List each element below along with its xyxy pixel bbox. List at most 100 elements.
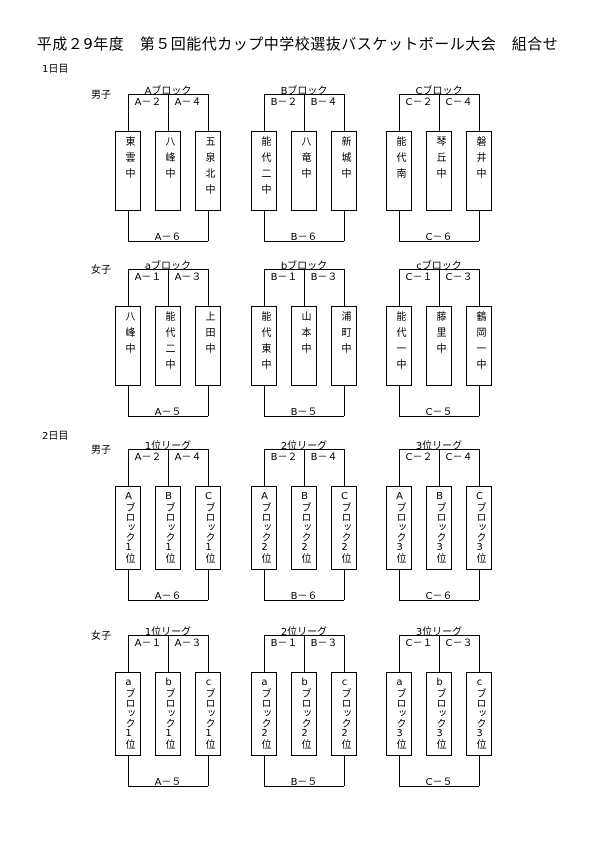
team-name: 琴丘中	[434, 136, 445, 184]
bracket-bottom-connector	[479, 386, 480, 416]
bracket-connector	[128, 635, 129, 672]
match-label-bottom: C－５	[425, 777, 453, 788]
team-box: aブロック3位	[386, 672, 412, 756]
bracket-connector	[344, 449, 345, 486]
team-name: Cブロック1位	[203, 491, 214, 563]
bracket-bottom-connector	[399, 756, 400, 786]
block-name: 2位リーグ	[280, 627, 328, 638]
team-name: aブロック2位	[259, 677, 270, 749]
bracket-connector	[399, 449, 400, 486]
bracket-bottom-connector	[264, 386, 265, 416]
team-box: 琴丘中	[426, 131, 452, 211]
team-name: 能代一中	[394, 311, 405, 375]
bracket-bottom-connector	[264, 756, 265, 786]
team-box: Bブロック2位	[291, 486, 317, 570]
team-box: 東雲中	[115, 131, 141, 211]
bracket-bottom-connector	[128, 386, 129, 416]
team-box: cブロック1位	[195, 672, 221, 756]
team-name: 能代二中	[163, 311, 174, 375]
team-box: 藤里中	[426, 306, 452, 386]
bracket-connector	[344, 269, 345, 306]
team-box: 磐井中	[466, 131, 492, 211]
bracket-bottom-connector	[128, 211, 129, 241]
team-name: 五泉北中	[203, 136, 214, 200]
bracket-bottom-connector	[344, 756, 345, 786]
match-label-right: B－３	[310, 638, 338, 649]
team-box: cブロック2位	[331, 672, 357, 756]
team-name: aブロック3位	[394, 677, 405, 749]
team-name: bブロック2位	[299, 677, 310, 749]
bracket-bottom-connector	[479, 570, 480, 600]
bracket-bottom-line	[399, 416, 479, 417]
team-box: 能代二中	[155, 306, 181, 386]
match-label-bottom: C－６	[425, 232, 453, 243]
bracket-connector	[304, 449, 305, 486]
block-name: cブロック	[416, 261, 462, 272]
team-name: 新城中	[339, 136, 350, 184]
team-box: aブロック1位	[115, 672, 141, 756]
block-name: bブロック	[280, 261, 328, 272]
team-box: aブロック2位	[251, 672, 277, 756]
team-name: 磐井中	[474, 136, 485, 184]
team-name: Aブロック3位	[394, 491, 405, 563]
bracket-bottom-line	[128, 600, 208, 601]
match-label-bottom: C－５	[425, 407, 453, 418]
team-name: Bブロック2位	[299, 491, 310, 563]
team-name: cブロック2位	[339, 677, 350, 749]
match-label-left: C－１	[405, 638, 433, 649]
match-label-left: A－２	[134, 97, 162, 108]
team-name: Cブロック2位	[339, 491, 350, 563]
match-label-right: C－３	[445, 638, 473, 649]
group-label: 男子	[91, 445, 111, 456]
bracket-bottom-line	[399, 786, 479, 787]
bracket-connector	[344, 635, 345, 672]
match-label-right: B－４	[310, 97, 338, 108]
bracket-bottom-connector	[479, 211, 480, 241]
group-label: 女子	[91, 631, 111, 642]
bracket-connector	[128, 94, 129, 131]
team-name: 能代東中	[259, 311, 270, 375]
bracket-connector	[128, 269, 129, 306]
bracket-bottom-connector	[399, 570, 400, 600]
team-name: Cブロック3位	[474, 491, 485, 563]
team-box: Bブロック1位	[155, 486, 181, 570]
team-box: Cブロック2位	[331, 486, 357, 570]
team-name: 上田中	[203, 311, 214, 359]
match-label-bottom: A－６	[154, 232, 182, 243]
bracket-bottom-connector	[208, 386, 209, 416]
bracket-connector	[208, 635, 209, 672]
bracket-connector	[479, 269, 480, 306]
match-label-left: A－１	[134, 638, 162, 649]
bracket-bottom-connector	[264, 211, 265, 241]
block-name: Cブロック	[415, 86, 463, 97]
team-name: aブロック1位	[123, 677, 134, 749]
team-name: 八峰中	[123, 311, 134, 359]
team-box: Aブロック2位	[251, 486, 277, 570]
block-name: Aブロック	[144, 86, 192, 97]
bracket-bottom-line	[128, 241, 208, 242]
team-name: bブロック3位	[434, 677, 445, 749]
team-box: 八峰中	[115, 306, 141, 386]
group-label: 女子	[91, 265, 111, 276]
page-title: 平成２9年度 第５回能代カップ中学校選抜バスケットボール大会 組合せ	[36, 35, 559, 53]
team-name: 能代二中	[259, 136, 270, 200]
team-box: 浦町中	[331, 306, 357, 386]
bracket-connector	[304, 635, 305, 672]
team-name: 浦町中	[339, 311, 350, 359]
team-box: 能代南	[386, 131, 412, 211]
team-name: 能代南	[394, 136, 405, 184]
bracket-connector	[399, 269, 400, 306]
team-box: Aブロック1位	[115, 486, 141, 570]
bracket-connector	[264, 449, 265, 486]
bracket-bottom-line	[264, 786, 344, 787]
bracket-bottom-connector	[479, 756, 480, 786]
block-name: Bブロック	[280, 86, 328, 97]
bracket-bottom-connector	[399, 211, 400, 241]
team-box: 五泉北中	[195, 131, 221, 211]
bracket-connector	[264, 269, 265, 306]
team-name: Aブロック1位	[123, 491, 134, 563]
block-name: 3位リーグ	[415, 627, 463, 638]
match-label-bottom: A－５	[154, 777, 182, 788]
block-name: 3位リーグ	[415, 441, 463, 452]
match-label-right: A－４	[174, 452, 202, 463]
